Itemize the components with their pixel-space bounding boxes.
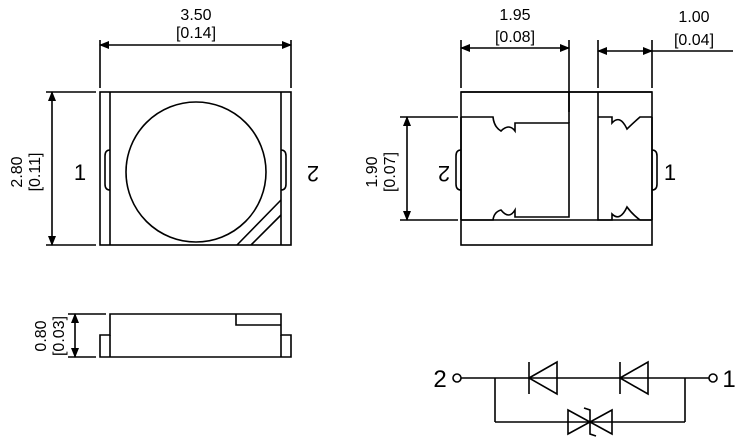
pad-height-in: [0.07] xyxy=(382,152,399,192)
top-view-right-notch xyxy=(280,149,287,191)
top-width-mm: 3.50 xyxy=(180,7,211,24)
pad-width-mm: 1.95 xyxy=(499,7,530,24)
top-view xyxy=(99,91,292,246)
thickness-in: [0.03] xyxy=(51,316,68,356)
small-pad-width-dimension xyxy=(597,40,733,88)
zener-diode xyxy=(567,407,613,437)
top-view-body xyxy=(99,91,292,246)
top-width-in: [0.14] xyxy=(176,25,216,42)
side-view-body xyxy=(99,313,292,358)
small-pad-width-mm: 1.00 xyxy=(678,9,709,26)
top-height-in: [0.11] xyxy=(27,153,44,192)
top-width-dimension xyxy=(99,40,292,88)
bottom-view-pin-right: 1 xyxy=(664,160,676,185)
top-view-left-notch xyxy=(104,149,111,191)
terminal-1-label: 1 xyxy=(722,366,735,393)
bottom-view-body xyxy=(460,91,653,246)
pad-width-dimension xyxy=(460,40,570,112)
top-view-polarity-chamfer-1 xyxy=(236,199,282,246)
terminal-2-label: 2 xyxy=(433,366,446,393)
pad-width-in: [0.08] xyxy=(495,29,535,46)
top-view-polarity-chamfer-2 xyxy=(250,214,282,246)
top-view-lens xyxy=(125,101,267,243)
side-view-step xyxy=(235,314,281,326)
led-diode-1 xyxy=(527,360,558,396)
top-height-dimension xyxy=(46,91,96,246)
pad-height-dimension xyxy=(400,116,458,221)
thickness-dimension xyxy=(68,313,106,358)
top-view-pin-right: 2 xyxy=(307,161,319,186)
bottom-view-pin-left: 2 xyxy=(438,161,450,186)
bottom-view-small-pad xyxy=(597,116,652,221)
bottom-view xyxy=(455,91,658,246)
bottom-view-left-notch xyxy=(455,149,462,191)
schematic xyxy=(452,360,718,437)
terminal-2-dot xyxy=(452,373,462,383)
terminal-1-dot xyxy=(708,373,718,383)
top-height-mm: 2.80 xyxy=(9,156,26,187)
side-view xyxy=(99,313,292,358)
top-view-pin-left: 1 xyxy=(74,160,86,185)
led-diode-2 xyxy=(618,360,649,396)
thickness-mm: 0.80 xyxy=(33,320,50,351)
small-pad-width-in: [0.04] xyxy=(674,32,714,49)
pad-height-mm: 1.90 xyxy=(364,156,381,187)
bottom-view-large-pad xyxy=(461,116,570,221)
bottom-view-right-notch xyxy=(651,149,658,191)
